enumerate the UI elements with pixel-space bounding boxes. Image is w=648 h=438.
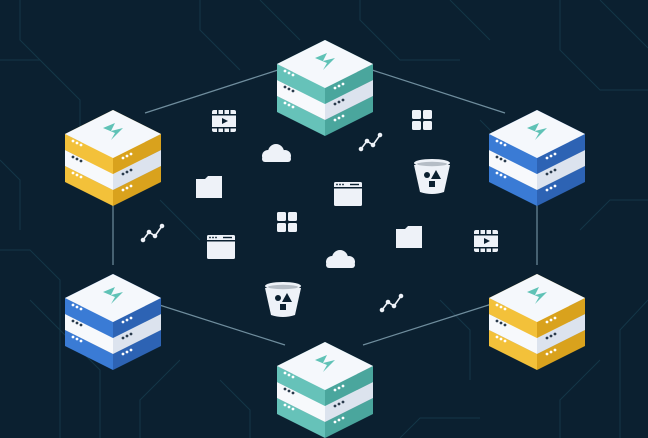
folder-icon (396, 226, 422, 248)
window-icon (334, 182, 362, 206)
connector-top-upper-right (371, 69, 506, 114)
bucket-icon (414, 159, 450, 194)
video-icon (474, 230, 498, 252)
server-top (277, 40, 373, 136)
bucket-icon (265, 282, 301, 317)
window-icon (207, 235, 235, 259)
chart-icon (358, 132, 383, 152)
server-lower-left (65, 274, 161, 370)
grid-icon (412, 110, 432, 130)
server-upper-right (489, 110, 585, 206)
chart-icon (379, 293, 404, 313)
video-icon (212, 110, 236, 132)
server-bottom (277, 342, 373, 438)
cloud-icon (262, 144, 291, 162)
server-lower-right (489, 274, 585, 370)
chart-icon (140, 223, 165, 243)
connector-top-upper-left (144, 69, 279, 114)
server-upper-left (65, 110, 161, 206)
connector-lower-left-bottom (149, 301, 286, 346)
folder-icon (196, 176, 222, 198)
cloud-icon (326, 250, 355, 268)
connector-lower-right-bottom (362, 301, 499, 346)
grid-icon (277, 212, 297, 232)
